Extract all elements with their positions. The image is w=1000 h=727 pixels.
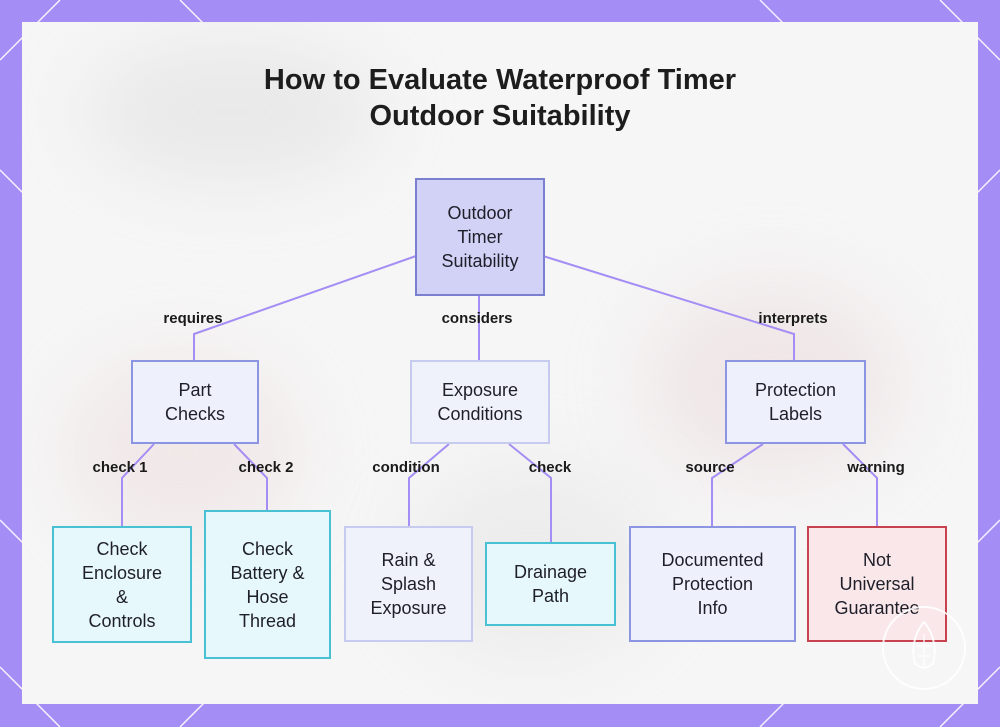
edge-warning (842, 443, 878, 526)
edge-source (711, 443, 764, 526)
edge-check2 (233, 443, 268, 510)
title-line-2: Outdoor Suitability (369, 100, 631, 132)
node-text: Protection (671, 574, 754, 594)
diagram-title: How to Evaluate Waterproof Timer Outdoor… (0, 62, 1000, 134)
node-outdoor-timer-suitability: Outdoor Timer Suitability (415, 178, 545, 296)
node-part-checks: Part Checks (131, 360, 259, 444)
node-protection-labels: Protection Labels (725, 360, 866, 444)
edge-requires (193, 255, 417, 360)
edge-check (508, 443, 552, 542)
node-text: Suitability (441, 251, 519, 271)
node-text: Hose (246, 586, 289, 607)
node-text: Checks (164, 404, 226, 424)
edge-label-requires: requires (163, 310, 223, 327)
node-text: Guarantee (834, 598, 920, 618)
node-text: Exposure (441, 380, 519, 400)
node-text: Rain & (381, 550, 436, 570)
node-text: Labels (768, 404, 823, 424)
edge-label-check: check (528, 459, 572, 476)
edge-label-check-2: check 2 (238, 459, 294, 476)
node-check-enclosure-controls: Check Enclosure & Controls (52, 526, 192, 643)
edge-label-interprets: interprets (758, 310, 828, 327)
node-text: Documented (661, 550, 764, 570)
node-text: Path (531, 586, 569, 606)
node-text: Part (178, 380, 212, 400)
node-text: Battery & (230, 562, 305, 583)
node-text: Exposure (370, 598, 447, 618)
edge-label-condition: condition (372, 459, 440, 476)
node-text: Timer (457, 227, 503, 247)
node-text: Controls (88, 610, 156, 631)
node-text: Splash (380, 574, 437, 594)
node-text: Drainage (513, 562, 588, 582)
edge-condition (408, 443, 450, 526)
edge-label-check-1: check 1 (92, 459, 148, 476)
watermark-badge-icon (882, 606, 966, 690)
node-text: & (115, 586, 128, 607)
node-text: Not (862, 550, 891, 570)
node-text: Protection (754, 380, 837, 400)
node-drainage-path: Drainage Path (485, 542, 616, 626)
node-text: Check (241, 538, 294, 559)
node-text: Conditions (437, 404, 523, 424)
node-text: Info (697, 598, 728, 618)
node-exposure-conditions: Exposure Conditions (410, 360, 550, 444)
node-check-battery-hose-thread: Check Battery & Hose Thread (204, 510, 331, 659)
node-text: Enclosure (81, 562, 163, 583)
node-text: Check (96, 538, 148, 559)
node-text: Outdoor (447, 203, 513, 223)
node-rain-splash-exposure: Rain & Splash Exposure (344, 526, 473, 642)
edge-label-considers: considers (441, 310, 513, 327)
edge-label-warning: warning (847, 459, 905, 476)
node-documented-protection-info: Documented Protection Info (629, 526, 796, 642)
edge-check1 (121, 443, 155, 526)
edge-label-source: source (685, 459, 735, 476)
edge-interprets (542, 255, 795, 360)
title-line-1: How to Evaluate Waterproof Timer (263, 64, 737, 96)
node-text: Thread (238, 610, 297, 631)
node-text: Universal (839, 574, 915, 594)
